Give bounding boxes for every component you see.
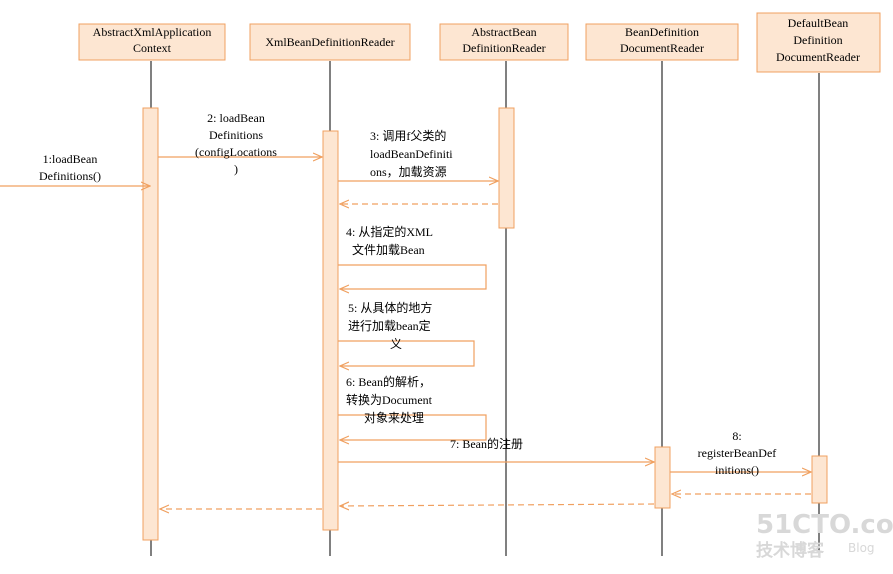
- participant-label: AbstractXmlApplication: [93, 25, 212, 39]
- message-label: 5: 从具体的地方: [348, 300, 432, 315]
- participant-abstract-xml-application-context: AbstractXmlApplication Context: [78, 23, 226, 61]
- participant-label: DocumentReader: [776, 50, 860, 64]
- participant-label: Definition: [793, 33, 842, 47]
- message-label: 义: [390, 337, 402, 351]
- message-label: 1:loadBean: [43, 152, 98, 166]
- participant-label: XmlBeanDefinitionReader: [265, 35, 394, 49]
- message-label: Definitions: [209, 128, 263, 142]
- message-label: 8:: [732, 429, 741, 443]
- message-4-load-bean-from-xml: 4: 从指定的XML 文件加载Bean: [338, 224, 487, 289]
- watermark-subtext: 技术博客: [756, 540, 825, 561]
- message-7-register-bean: 7: Bean的注册: [338, 436, 654, 462]
- message-6-parse-bean-to-document: 6: Bean的解析， 转换为Document 对象来处理: [338, 374, 487, 440]
- message-label: 7: Bean的注册: [450, 436, 523, 451]
- activation-bar: [498, 107, 515, 229]
- message-label: 转换为Document: [346, 392, 433, 407]
- message-label: initions(): [715, 463, 759, 477]
- message-label: 对象来处理: [364, 411, 424, 425]
- message-8-register-bean-definitions: 8: registerBeanDef initions(): [670, 429, 811, 477]
- message-label: 文件加载Bean: [352, 242, 425, 257]
- activation-bar: [654, 446, 671, 509]
- participant-label: DocumentReader: [620, 41, 704, 55]
- message-5-load-bean-definitions: 5: 从具体的地方 进行加载bean定 义: [338, 300, 475, 366]
- message-label: 进行加载bean定: [348, 318, 431, 333]
- message-3-call-parent-load-bean-definitions: 3: 调用f父类的 loadBeanDefiniti ons，加载资源: [338, 128, 498, 181]
- message-label: ons，加载资源: [370, 165, 447, 179]
- participant-label: AbstractBean: [471, 25, 536, 39]
- watermark-logo: 51CTO.com 技术博客 Blog: [756, 510, 893, 561]
- participant-xml-bean-definition-reader: XmlBeanDefinitionReader: [249, 23, 411, 61]
- participant-label: Context: [133, 41, 172, 55]
- participant-label: DefinitionReader: [462, 41, 545, 55]
- watermark-text: 51CTO.com: [756, 510, 893, 540]
- return-arrow: [340, 504, 655, 506]
- participant-label: DefaultBean: [788, 16, 849, 30]
- message-label: Definitions(): [39, 169, 101, 183]
- message-label: (configLocations: [195, 145, 277, 159]
- activation-bar: [811, 455, 828, 504]
- message-2-load-bean-definitions-config: 2: loadBean Definitions (configLocations…: [158, 111, 322, 176]
- message-label: 6: Bean的解析，: [346, 374, 431, 389]
- message-label: ): [234, 162, 238, 176]
- message-label: loadBeanDefiniti: [370, 147, 453, 161]
- activation-bar: [142, 107, 159, 541]
- message-label: 2: loadBean: [207, 111, 265, 125]
- participant-bean-definition-document-reader: BeanDefinition DocumentReader: [585, 23, 739, 61]
- participant-label: BeanDefinition: [625, 25, 699, 39]
- participant-abstract-bean-definition-reader: AbstractBean DefinitionReader: [439, 23, 569, 61]
- watermark-blog: Blog: [848, 541, 875, 555]
- message-label: registerBeanDef: [698, 446, 777, 460]
- activation-bar: [322, 130, 339, 531]
- message-1-load-bean-definitions: 1:loadBean Definitions(): [0, 152, 150, 186]
- participant-default-bean-definition-document-reader: DefaultBean Definition DocumentReader: [756, 12, 881, 73]
- message-label: 3: 调用f父类的: [370, 128, 446, 143]
- message-label: 4: 从指定的XML: [346, 224, 433, 239]
